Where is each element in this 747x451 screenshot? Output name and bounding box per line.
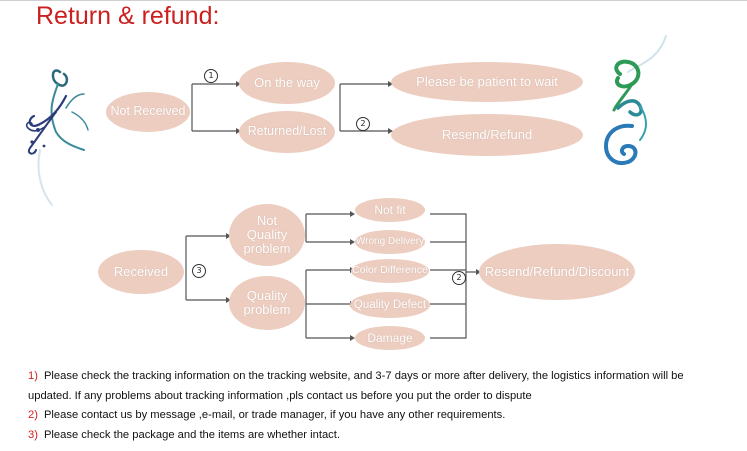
- reason-damage: Damage: [355, 326, 425, 350]
- node-returned-lost-label: Returned/Lost: [247, 124, 327, 139]
- step-number-2-top: 2: [356, 117, 370, 131]
- step-number-2-bottom: 2: [452, 271, 466, 285]
- node-resend-refund: Resend/Refund: [391, 114, 583, 156]
- node-please-wait-label: Please be patient to wait: [416, 73, 558, 89]
- top-border-line: [0, 0, 747, 1]
- reason-quality-defect-label: Quality Defect: [353, 298, 427, 311]
- node-not-received: Not Received: [106, 92, 190, 132]
- note-item: 1)Please check the tracking information …: [28, 367, 728, 406]
- reason-damage-label: Damage: [367, 330, 413, 345]
- node-received: Received: [98, 250, 184, 294]
- note-number: 2): [28, 409, 38, 422]
- notes-list: 1)Please check the tracking information …: [28, 367, 728, 445]
- reason-quality-defect: Quality Defect: [350, 292, 430, 318]
- node-received-label: Received: [113, 263, 169, 279]
- node-quality-problem-label: Quality problem: [243, 287, 291, 317]
- bottom-flow-lines: [185, 213, 476, 339]
- reason-not-fit: Not fit: [355, 198, 425, 222]
- note-number: 3): [28, 428, 38, 441]
- note-text: Please check the package and the items a…: [43, 428, 340, 441]
- node-resend-refund-discount: Resend/Refund/Discount: [479, 244, 635, 300]
- top-flow-lines: [191, 83, 388, 132]
- step-number-1: 1: [204, 69, 218, 83]
- node-resend-refund-discount-label: Resend/Refund/Discount: [484, 263, 630, 279]
- node-please-wait: Please be patient to wait: [391, 62, 583, 102]
- left-swirl-ornament: [25, 69, 89, 206]
- node-returned-lost: Returned/Lost: [239, 111, 335, 153]
- page-title: Return & refund:: [36, 2, 220, 30]
- reason-wrong-delivery-label: Wrong Delivery: [355, 235, 425, 247]
- node-on-the-way: On the way: [239, 62, 335, 104]
- node-on-the-way-label: On the way: [254, 74, 320, 90]
- note-item: 3) Please check the package and the items…: [28, 426, 728, 446]
- node-not-quality-problem-label: Not Quality problem: [243, 212, 291, 257]
- top-flow-arrows: [236, 81, 393, 134]
- step-number-3: 3: [192, 264, 206, 278]
- reason-wrong-delivery: Wrong Delivery: [355, 230, 425, 254]
- node-resend-refund-label: Resend/Refund: [441, 126, 533, 142]
- note-number: 1): [28, 370, 38, 382]
- note-item: 2) Please contact us by message ,e-mail, …: [28, 406, 728, 426]
- node-not-quality-problem: Not Quality problem: [229, 204, 305, 266]
- note-text: Please check the tracking information on…: [28, 370, 684, 402]
- node-quality-problem: Quality problem: [229, 276, 305, 330]
- reason-color-difference-label: Color Difference: [352, 264, 428, 277]
- note-text: Please contact us by message ,e-mail, or…: [43, 409, 506, 422]
- right-swirl-ornament: [603, 35, 667, 165]
- node-not-received-label: Not Received: [110, 104, 186, 119]
- reason-color-difference: Color Difference: [351, 259, 429, 283]
- reason-not-fit-label: Not fit: [374, 202, 406, 217]
